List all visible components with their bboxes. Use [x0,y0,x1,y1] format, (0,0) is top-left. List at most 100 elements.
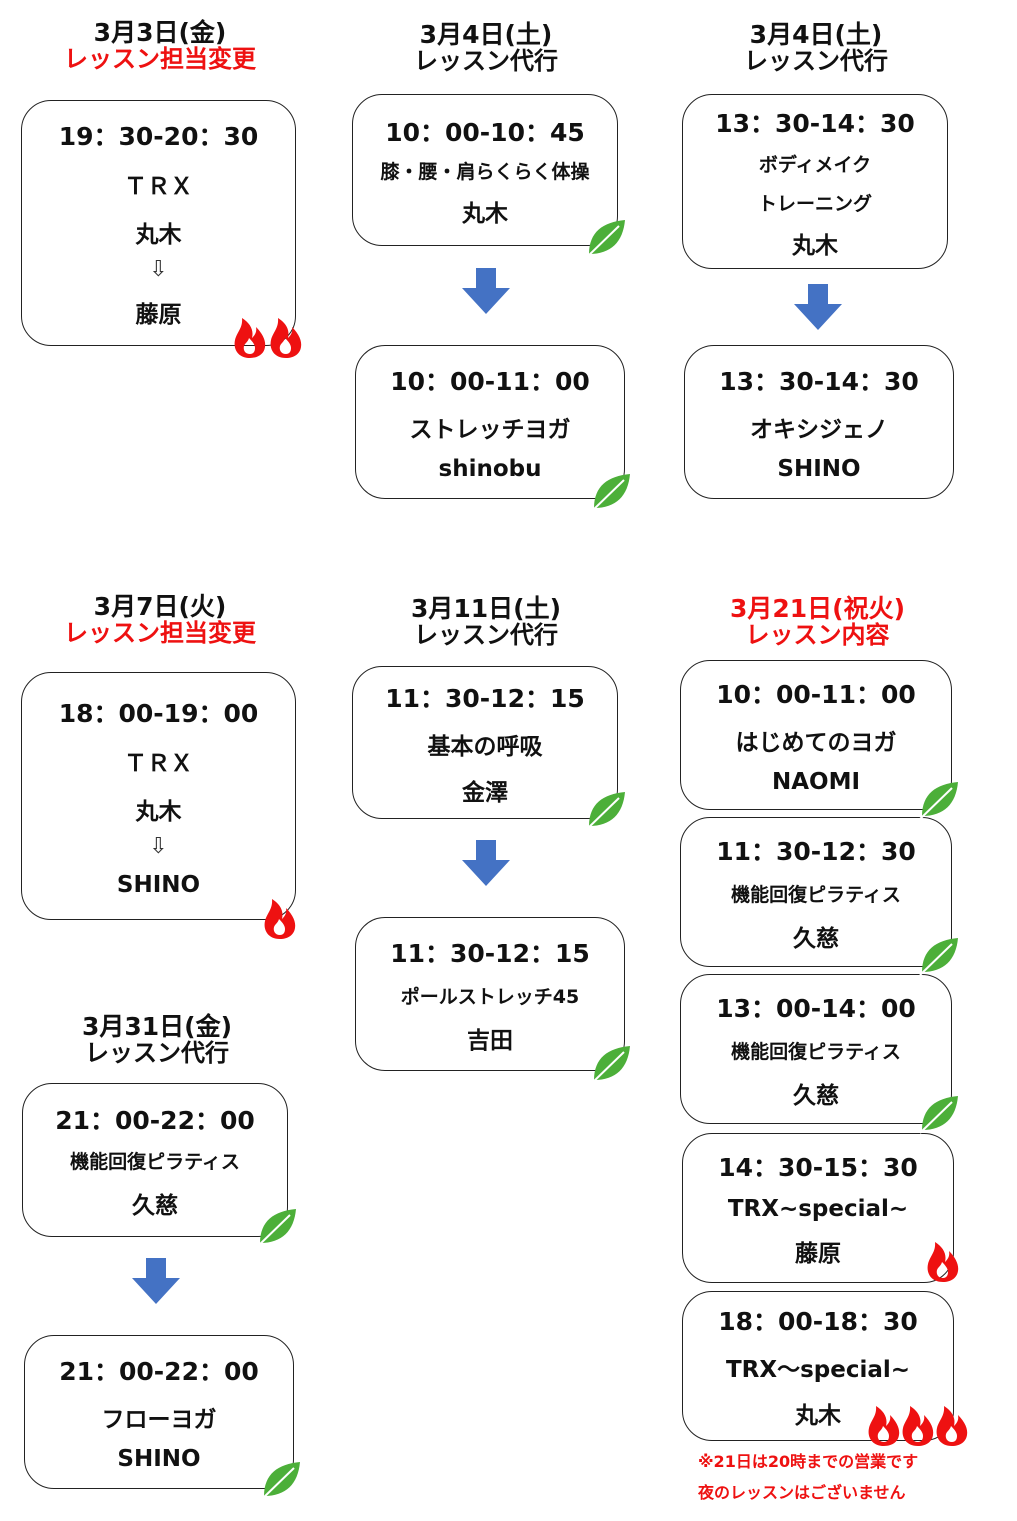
lesson-card-mar3: 19：30-20：30 ＴＲＸ 丸木 ⇩ 藤原 [21,100,296,346]
lesson-time: 13：30-14：30 [719,367,919,396]
lesson-card-mar11-after: 11：30-12：15 ポールストレッチ45 吉田 [355,917,625,1071]
date-label: 3月31日(金) [81,1012,233,1041]
header-mar3: 3月3日(金) レッスン担当変更 [20,18,300,73]
lesson-card-mar7: 18：00-19：00 ＴＲＸ 丸木 ⇩ SHINO [21,672,296,920]
header-mar21: 3月21日(祝火) レッスン内容 [680,594,955,649]
instructor: 久慈 [793,1082,839,1109]
lesson-card-mar21-5: 18：00-18：30 TRX～special~ 丸木 [682,1291,954,1441]
header-mar31: 3月31日(金) レッスン代行 [22,1012,292,1067]
lesson-time: 10：00-10：45 [385,117,585,147]
lesson-time: 13：30-14：30 [715,108,915,138]
lesson-name: ストレッチヨガ [409,417,571,443]
flame-icon [868,1406,900,1446]
date-label: 3月11日(土) [410,594,562,623]
lesson-card-mar4b-before: 13：30-14：30 ボディメイク トレーニング 丸木 [682,94,948,269]
header-mar7: 3月7日(火) レッスン担当変更 [20,592,300,647]
flame-icon [234,318,266,358]
closing-note: ※21日は20時までの営業です 夜のレッスンはございません [698,1446,998,1508]
lesson-name: 機能回復ピラティス [70,1150,240,1173]
lesson-name-line1: ボディメイク [758,153,872,176]
lesson-name-line2: トレーニング [757,192,872,215]
lesson-time: 13：00-14：00 [716,993,916,1023]
header-mar4b: 3月4日(土) レッスン代行 [682,20,950,75]
leaf-icon [919,938,958,976]
instructor: 久慈 [132,1192,178,1219]
subtitle-label: レッスン担当変更 [64,619,256,647]
flame-icon [264,899,296,939]
lesson-time: 10：00-11：00 [716,680,916,709]
lesson-name: 基本の呼吸 [427,733,543,760]
lesson-time: 18：00-18：30 [718,1307,918,1336]
leaf-icon [919,782,958,820]
down-arrow-icon [794,284,842,330]
flame-icon [936,1406,968,1446]
subtitle-label: レッスン代行 [85,1039,229,1067]
lesson-card-mar11-before: 11：30-12：15 基本の呼吸 金澤 [352,666,618,819]
down-arrow-icon [462,840,510,886]
lesson-name: 機能回復ピラティス [731,1040,901,1063]
lesson-time: 19：30-20：30 [58,122,259,151]
note-line-2: 夜のレッスンはございません [698,1483,906,1502]
instructor: SHINO [117,1446,201,1472]
instructor: 久慈 [793,925,839,952]
lesson-name: はじめてのヨガ [735,730,897,756]
instructor-to: 藤原 [135,302,182,328]
lesson-name: フローヨガ [101,1407,217,1433]
lesson-card-mar4a-before: 10：00-10：45 膝・腰・肩らくらく体操 丸木 [352,94,618,246]
lesson-time: 21：00-22：00 [59,1357,259,1386]
lesson-time: 18：00-19：00 [58,699,259,728]
lesson-card-mar4a-after: 10：00-11：00 ストレッチヨガ shinobu [355,345,625,499]
note-line-1: ※21日は20時までの営業です [698,1452,919,1471]
date-label: 3月4日(土) [419,20,553,49]
leaf-icon [919,1096,958,1134]
instructor: 金澤 [462,779,508,806]
instructor: 丸木 [462,200,508,227]
header-mar4a: 3月4日(土) レッスン代行 [350,20,622,75]
leaf-icon [257,1209,296,1247]
flame-icon [270,318,302,358]
leaf-icon [586,792,625,830]
lesson-card-mar21-1: 10：00-11：00 はじめてのヨガ NAOMI [680,660,952,810]
flame-icon [902,1406,934,1446]
down-arrow-icon [462,268,510,314]
lesson-card-mar21-2: 11：30-12：30 機能回復ピラティス 久慈 [680,817,952,967]
lesson-name: TRX~special~ [727,1196,909,1222]
instructor: NAOMI [771,769,861,795]
lesson-card-mar21-4: 14：30-15：30 TRX~special~ 藤原 [682,1133,954,1283]
down-arrow-icon [132,1258,180,1304]
instructor: shinobu [438,456,542,482]
lesson-card-mar4b-after: 13：30-14：30 オキシジェノ SHINO [684,345,954,499]
lesson-time: 10：00-11：00 [390,367,590,396]
instructor-to: SHINO [116,872,201,898]
lesson-time: 21：00-22：00 [55,1105,255,1135]
instructor: 吉田 [467,1027,513,1054]
lesson-card-mar21-3: 13：00-14：00 機能回復ピラティス 久慈 [680,974,952,1124]
lesson-name: ポールストレッチ45 [400,985,580,1008]
lesson-time: 11：30-12：30 [716,836,916,866]
leaf-icon [261,1462,300,1500]
date-label: 3月7日(火) [93,592,227,621]
lesson-name: 膝・腰・肩らくらく体操 [380,160,590,183]
date-label: 3月21日(祝火) [729,594,906,623]
lesson-card-mar31-after: 21：00-22：00 フローヨガ SHINO [24,1335,294,1489]
subtitle-label: レッスン担当変更 [64,45,256,73]
lesson-name: オキシジェノ [750,417,888,443]
lesson-name: TRX～special~ [725,1357,911,1383]
lesson-name: 機能回復ピラティス [731,883,901,906]
lesson-name: ＴＲＸ [124,174,193,200]
lesson-card-mar31-before: 21：00-22：00 機能回復ピラティス 久慈 [22,1083,288,1237]
header-mar11: 3月11日(土) レッスン代行 [350,594,622,649]
flame-icon [927,1242,959,1282]
lesson-time: 11：30-12：15 [385,683,585,713]
change-arrow-icon: ⇩ [149,257,168,282]
instructor-from: 丸木 [135,222,182,248]
leaf-icon [586,220,625,258]
date-label: 3月4日(土) [749,20,883,49]
subtitle-label: レッスン代行 [744,47,888,75]
lesson-time: 11：30-12：15 [390,938,590,968]
date-label: 3月3日(金) [93,18,227,47]
subtitle-label: レッスン代行 [414,47,558,75]
subtitle-label: レッスン代行 [414,621,558,649]
leaf-icon [591,1046,630,1084]
instructor-from: 丸木 [135,799,182,825]
